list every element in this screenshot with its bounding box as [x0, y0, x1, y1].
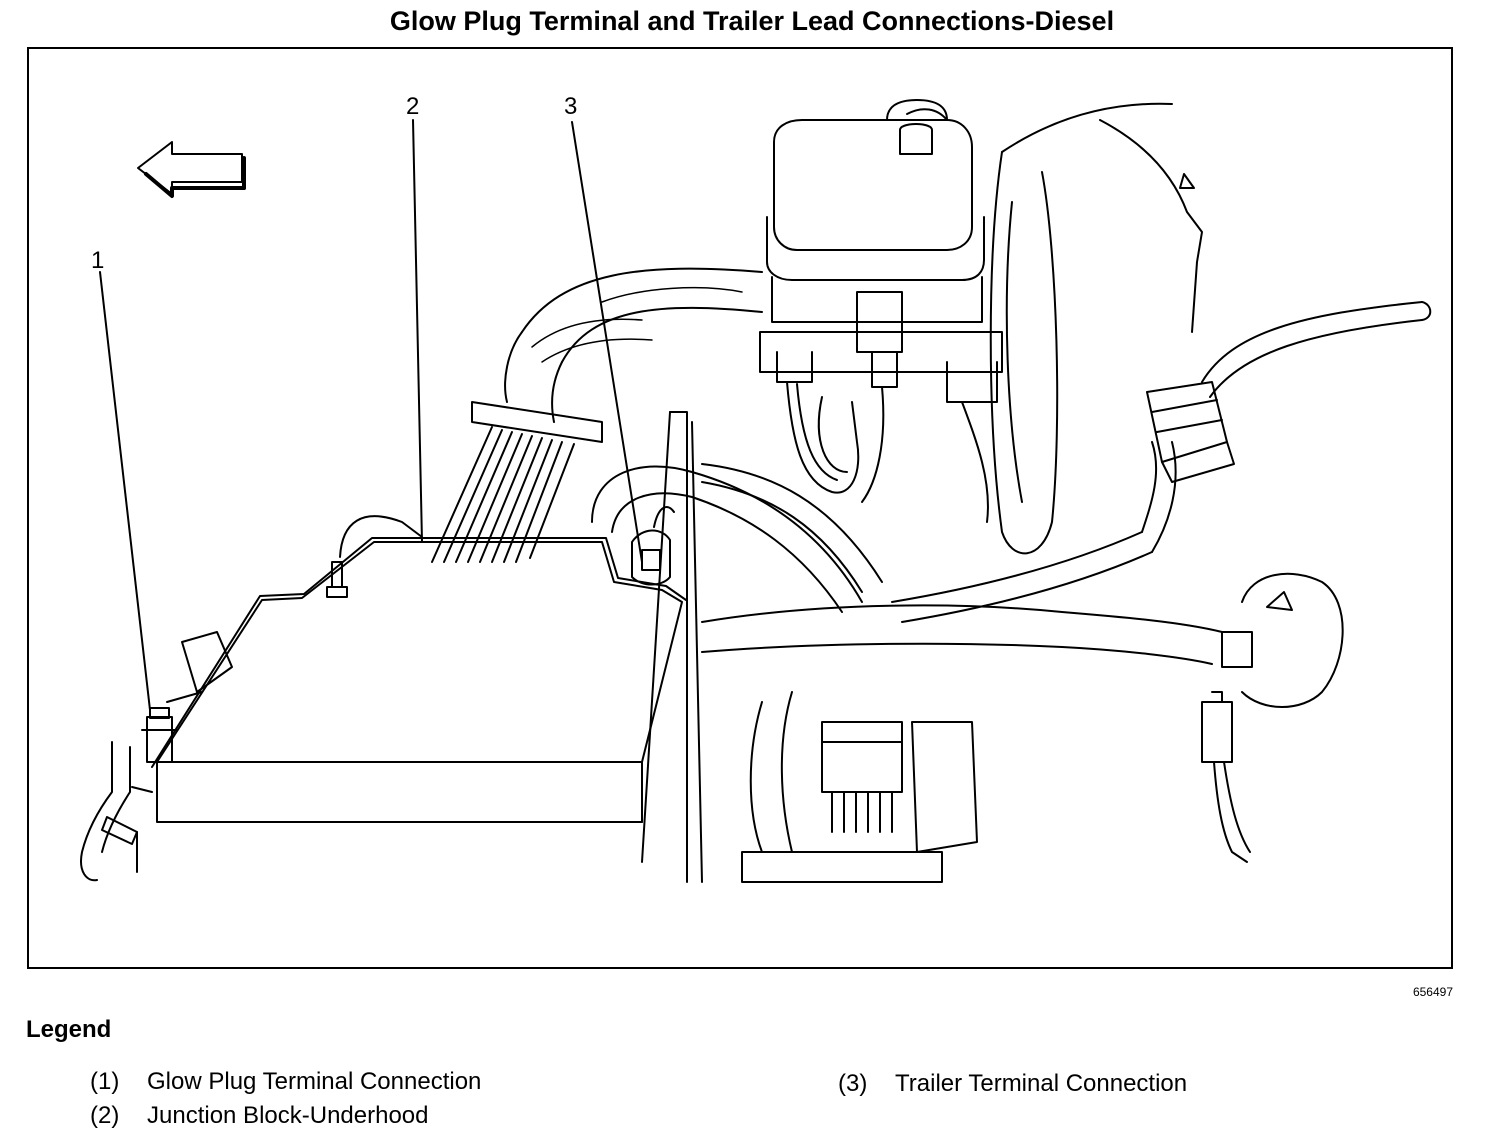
callout-2-label: 2: [406, 93, 419, 120]
callout-1: 1: [91, 247, 151, 711]
trailer-terminal-connection: [631, 506, 675, 586]
reservoir-cap: [886, 99, 948, 121]
glow-plug-terminal-connection: [80, 707, 178, 882]
callout-3-label: 3: [564, 93, 577, 120]
legend-item-1: (1) Glow Plug Terminal Connection: [90, 1068, 481, 1096]
legend-item-1-number: (1): [90, 1068, 120, 1095]
brake-fluid-reservoir: [759, 99, 1003, 403]
legend-item-2-label: Junction Block-Underhood: [147, 1102, 429, 1129]
engine-bay-illustration: 1 2 3: [80, 93, 1432, 883]
round-component: [1221, 572, 1344, 708]
diagram-title: Glow Plug Terminal and Trailer Lead Conn…: [389, 6, 1115, 36]
callout-1-label: 1: [91, 247, 104, 274]
legend-item-1-label: Glow Plug Terminal Connection: [147, 1068, 482, 1095]
upper-right-conduit: [1201, 301, 1432, 398]
legend-item-3-label: Trailer Terminal Connection: [895, 1070, 1188, 1097]
lower-right-pigtail: [1201, 691, 1251, 863]
callout-2: 2: [406, 93, 423, 543]
legend-item-2-number: (2): [90, 1102, 120, 1129]
trailer-harness: [591, 463, 883, 613]
legend-item-3-number: (3): [838, 1070, 868, 1097]
figure-id: 656497: [1412, 985, 1453, 999]
figure-frame: 1 2 3: [27, 47, 1453, 969]
junction-block-underhood: [151, 515, 687, 823]
booster-arrow-icon: [1179, 173, 1195, 189]
lower-harness-run: [701, 441, 1223, 665]
fluid-level-sensor: [856, 291, 903, 353]
brake-lines: [786, 381, 989, 523]
junction-block-mount: [181, 631, 233, 693]
fender-bracket: [641, 411, 703, 883]
legend-item-2: (2) Junction Block-Underhood: [90, 1102, 429, 1130]
upper-right-connector: [1146, 381, 1235, 483]
brake-booster: [989, 102, 1203, 555]
front-direction-arrow-icon: [137, 141, 246, 198]
callout-3: 3: [564, 93, 643, 563]
legend-item-3: (3) Trailer Terminal Connection: [838, 1070, 1187, 1098]
bulkhead-connector: [741, 691, 978, 883]
round-cap-arrow-icon: [1266, 591, 1293, 611]
main-wiring-harness: [431, 267, 763, 563]
legend-heading: Legend: [26, 1016, 112, 1043]
